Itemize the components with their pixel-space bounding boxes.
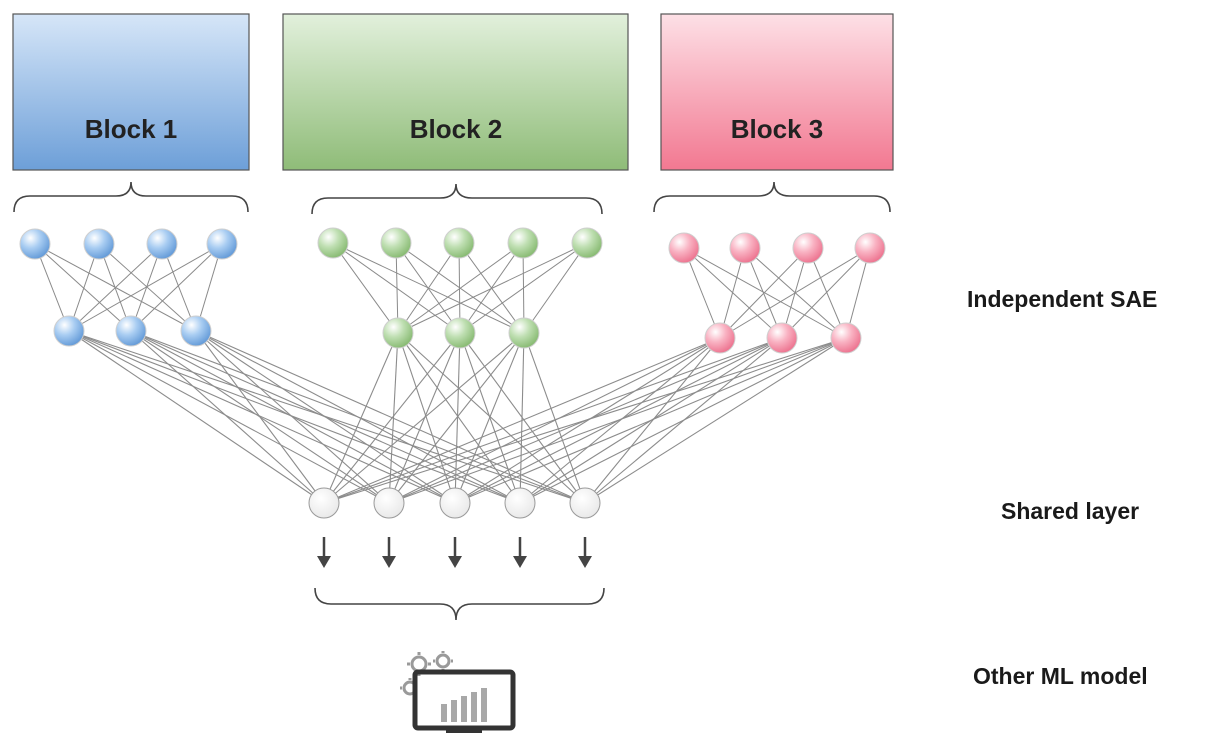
block-2-encoder-edge	[459, 242, 588, 334]
block-3-shared-edge	[454, 337, 847, 504]
independent-sae-label: Independent SAE	[967, 286, 1158, 312]
block-3-encoder-edge	[719, 247, 871, 339]
shared-layer-node	[439, 487, 471, 519]
brace-block-2	[311, 183, 603, 215]
block-3-shared-edge	[323, 337, 721, 504]
block-3-input-node	[729, 232, 761, 264]
block-1-encoder-edge	[161, 243, 197, 332]
block-1-encoder-edge	[130, 243, 223, 332]
block-2-hidden-node	[444, 317, 476, 349]
block-2-shared-edge	[323, 332, 399, 504]
block-1-encoder-edge	[34, 243, 70, 332]
shared-layer-node	[569, 487, 601, 519]
block-3-hidden-node	[766, 322, 798, 354]
network-edges	[34, 242, 871, 504]
block-1-hidden-node	[180, 315, 212, 347]
block-2-input-node	[507, 227, 539, 259]
block-1-encoder-edge	[68, 243, 163, 332]
down-arrow-icon	[317, 556, 331, 568]
block-3-shared-edge	[519, 337, 847, 504]
block-2-encoder-edge	[397, 242, 524, 334]
block-2-input-node	[571, 227, 603, 259]
block-2-shared-edge	[388, 332, 525, 504]
block-3-input-node	[792, 232, 824, 264]
block-1-encoder-edge	[98, 243, 197, 332]
block-1: Block 1	[12, 13, 250, 171]
monitor-chart-gears-icon	[400, 651, 516, 733]
block-3-shared-edge	[519, 337, 721, 504]
block-2-shared-edge	[388, 332, 399, 504]
block-1-input-node	[19, 228, 51, 260]
brace-block-1	[13, 181, 249, 213]
block-1-shared-edge	[195, 330, 521, 504]
shared-layer-node	[373, 487, 405, 519]
block-2-shared-edge	[523, 332, 586, 504]
block-1-hidden-node	[53, 315, 85, 347]
block-1-shared-edge	[68, 330, 325, 504]
block-2-label: Block 2	[410, 114, 503, 144]
block-2-encoder-edge	[397, 242, 588, 334]
block-1-label: Block 1	[85, 114, 178, 144]
shared-layer-label: Shared layer	[1001, 498, 1140, 524]
shared-layer-node	[308, 487, 340, 519]
block-3-shared-edge	[323, 337, 783, 504]
block-1-encoder-edge	[68, 243, 223, 332]
block-3-encoder-edge	[683, 247, 847, 339]
block-3-encoder-edge	[781, 247, 871, 339]
block-2-shared-edge	[454, 332, 525, 504]
block-1-shared-edge	[68, 330, 390, 504]
block-2-input-node	[380, 227, 412, 259]
down-arrow-icon	[448, 556, 462, 568]
block-1-shared-edge	[195, 330, 325, 504]
block-3-encoder-edge	[719, 247, 746, 339]
block-1-shared-edge	[68, 330, 586, 504]
block-1-shared-edge	[195, 330, 390, 504]
block-1-shared-edge	[130, 330, 325, 504]
block-3: Block 3	[660, 13, 894, 171]
block-2-encoder-edge	[397, 242, 460, 334]
down-arrow-icon	[382, 556, 396, 568]
block-3-encoder-edge	[719, 247, 809, 339]
block-3-hidden-node	[704, 322, 736, 354]
block-3-hidden-node	[830, 322, 862, 354]
brace-shared-output	[314, 587, 605, 621]
block-2-shared-edge	[323, 332, 525, 504]
block-3-shared-edge	[584, 337, 721, 504]
down-arrow-icon	[578, 556, 592, 568]
block-2-input-node	[443, 227, 475, 259]
block-1-shared-edge	[195, 330, 456, 504]
block-3-encoder-edge	[845, 247, 871, 339]
shared-layer-node	[504, 487, 536, 519]
block-3-shared-edge	[454, 337, 721, 504]
down-arrow-icon	[513, 556, 527, 568]
other-ml-model-label: Other ML model	[973, 663, 1148, 689]
block-3-input-node	[854, 232, 886, 264]
output-arrows	[317, 537, 592, 568]
block-3-encoder-edge	[807, 247, 847, 339]
block-3-shared-edge	[388, 337, 847, 504]
block-1-input-node	[206, 228, 238, 260]
block-2-hidden-node	[382, 317, 414, 349]
block-3-label: Block 3	[731, 114, 824, 144]
block-1-hidden-node	[115, 315, 147, 347]
block-2: Block 2	[282, 13, 629, 171]
network-nodes	[19, 227, 886, 519]
block-1-input-node	[146, 228, 178, 260]
block-3-shared-edge	[584, 337, 847, 504]
block-2-shared-edge	[323, 332, 461, 504]
block-3-shared-edge	[323, 337, 847, 504]
block-2-hidden-node	[508, 317, 540, 349]
brace-block-3	[653, 181, 891, 213]
block-3-input-node	[668, 232, 700, 264]
block-2-shared-edge	[519, 332, 525, 504]
block-2-encoder-edge	[523, 242, 588, 334]
block-2-input-node	[317, 227, 349, 259]
block-1-input-node	[83, 228, 115, 260]
block-2-encoder-edge	[332, 242, 399, 334]
block-1-encoder-edge	[34, 243, 132, 332]
block-3-encoder-edge	[683, 247, 721, 339]
